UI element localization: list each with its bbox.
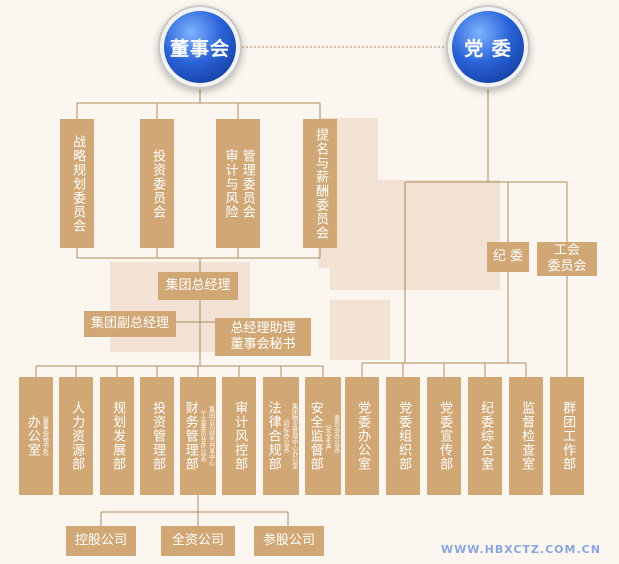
finance-dept-box[interactable]: 集团公司财务共享中心 （工会委员会办公室） 财务管理部 <box>180 377 216 495</box>
gm-assistant-box[interactable]: 总经理助理 董事会秘书 <box>215 318 311 356</box>
discipline-office-box[interactable]: 纪委综合室 <box>468 377 502 495</box>
audit-risk-committee-label-line2: 管理委员会 <box>239 148 255 219</box>
equity-company-box[interactable]: 参股公司 <box>254 526 324 556</box>
mass-work-dept-label: 群团工作部 <box>560 401 576 471</box>
safety-dept-label: 安全监督部 <box>307 401 323 471</box>
discipline-office-label: 纪委综合室 <box>478 401 494 471</box>
legal-dept-label: 法律合规部 <box>265 401 281 471</box>
hr-dept-label: 人力资源部 <box>69 401 85 471</box>
investment-dept-label: 投资管理部 <box>150 401 166 471</box>
legal-dept-sublabel-2: 集团物业管理中心办公室 <box>290 403 298 469</box>
supervision-office-box[interactable]: 监督检查室 <box>509 377 543 495</box>
investment-dept-box[interactable]: 投资管理部 <box>140 377 174 495</box>
equity-company-label: 参股公司 <box>262 532 315 548</box>
safety-dept-box[interactable]: 委员会办公室） （安全生产 安全监督部 <box>305 377 341 495</box>
party-publicity-dept-label: 党委宣传部 <box>437 401 453 471</box>
gm-assistant-label-line1: 总经理助理 <box>230 320 296 336</box>
audit-dept-label: 审计风控部 <box>232 401 248 471</box>
holding-company-box[interactable]: 控股公司 <box>66 526 136 556</box>
finance-dept-label: 财务管理部 <box>182 401 198 471</box>
union-committee-label-line2: 委员会 <box>547 259 587 274</box>
investment-committee-box[interactable]: 投资委员会 <box>140 119 174 248</box>
mass-work-dept-box[interactable]: 群团工作部 <box>550 377 584 495</box>
audit-risk-committee-box[interactable]: 管理委员会 审计与风险 <box>216 119 260 248</box>
nomination-committee-box[interactable]: 提名与薪酬委员会 <box>303 119 337 248</box>
supervision-office-label: 监督检查室 <box>519 401 535 471</box>
party-organization-dept-box[interactable]: 党委组织部 <box>386 377 420 495</box>
background-decoration <box>330 180 500 290</box>
investment-committee-label: 投资委员会 <box>150 148 166 219</box>
hr-dept-box[interactable]: 人力资源部 <box>59 377 93 495</box>
party-organization-dept-label: 党委组织部 <box>396 401 412 471</box>
legal-dept-box[interactable]: 集团物业管理中心办公室 （招标办公室） 法律合规部 <box>263 377 299 495</box>
general-manager-box[interactable]: 集团总经理 <box>158 272 238 300</box>
party-committee-circle[interactable]: 党 委 <box>452 11 524 83</box>
board-label: 董事会 <box>169 37 230 60</box>
party-office-label: 党委办公室 <box>355 401 371 471</box>
audit-risk-committee-label-line1: 审计与风险 <box>222 148 238 219</box>
wholly-owned-company-box[interactable]: 全资公司 <box>161 526 235 556</box>
party-office-box[interactable]: 党委办公室 <box>345 377 379 495</box>
office-dept-label: 办公室 <box>24 415 40 457</box>
safety-dept-sublabel-2: 委员会办公室） <box>332 415 340 457</box>
board-secretary-label: 董事会秘书 <box>230 337 296 352</box>
discipline-committee-box[interactable]: 纪 委 <box>487 242 529 272</box>
office-dept-box[interactable]: （董事会秘书处） 办公室 <box>19 377 53 495</box>
finance-dept-sublabel-1: （工会委员会办公室） <box>199 406 207 466</box>
party-publicity-dept-box[interactable]: 党委宣传部 <box>427 377 461 495</box>
deputy-general-manager-label: 集团副总经理 <box>90 315 169 331</box>
safety-dept-sublabel-1: （安全生产 <box>324 421 332 451</box>
party-committee-label: 党 委 <box>464 37 512 60</box>
legal-dept-sublabel-1: （招标办公室） <box>282 415 290 457</box>
union-committee-label-line1: 工会 <box>553 242 580 258</box>
holding-company-label: 控股公司 <box>74 532 127 548</box>
nomination-committee-label: 提名与薪酬委员会 <box>313 127 329 240</box>
website-footer: WWW.HBXCTZ.COM.CN <box>441 543 601 556</box>
strategy-committee-box[interactable]: 战略规划委员会 <box>60 119 94 248</box>
board-circle[interactable]: 董事会 <box>164 11 236 83</box>
background-decoration <box>330 300 390 360</box>
planning-dept-box[interactable]: 规划发展部 <box>100 377 134 495</box>
deputy-general-manager-box[interactable]: 集团副总经理 <box>84 311 176 337</box>
wholly-owned-company-label: 全资公司 <box>171 532 224 548</box>
finance-dept-sublabel-2: 集团公司财务共享中心 <box>207 406 215 466</box>
strategy-committee-label: 战略规划委员会 <box>70 134 86 233</box>
office-dept-sublabel: （董事会秘书处） <box>41 412 49 460</box>
discipline-committee-label: 纪 委 <box>492 248 524 264</box>
planning-dept-label: 规划发展部 <box>110 401 126 471</box>
audit-dept-box[interactable]: 审计风控部 <box>222 377 256 495</box>
general-manager-label: 集团总经理 <box>165 277 231 293</box>
union-committee-box[interactable]: 工会 委员会 <box>537 242 597 276</box>
